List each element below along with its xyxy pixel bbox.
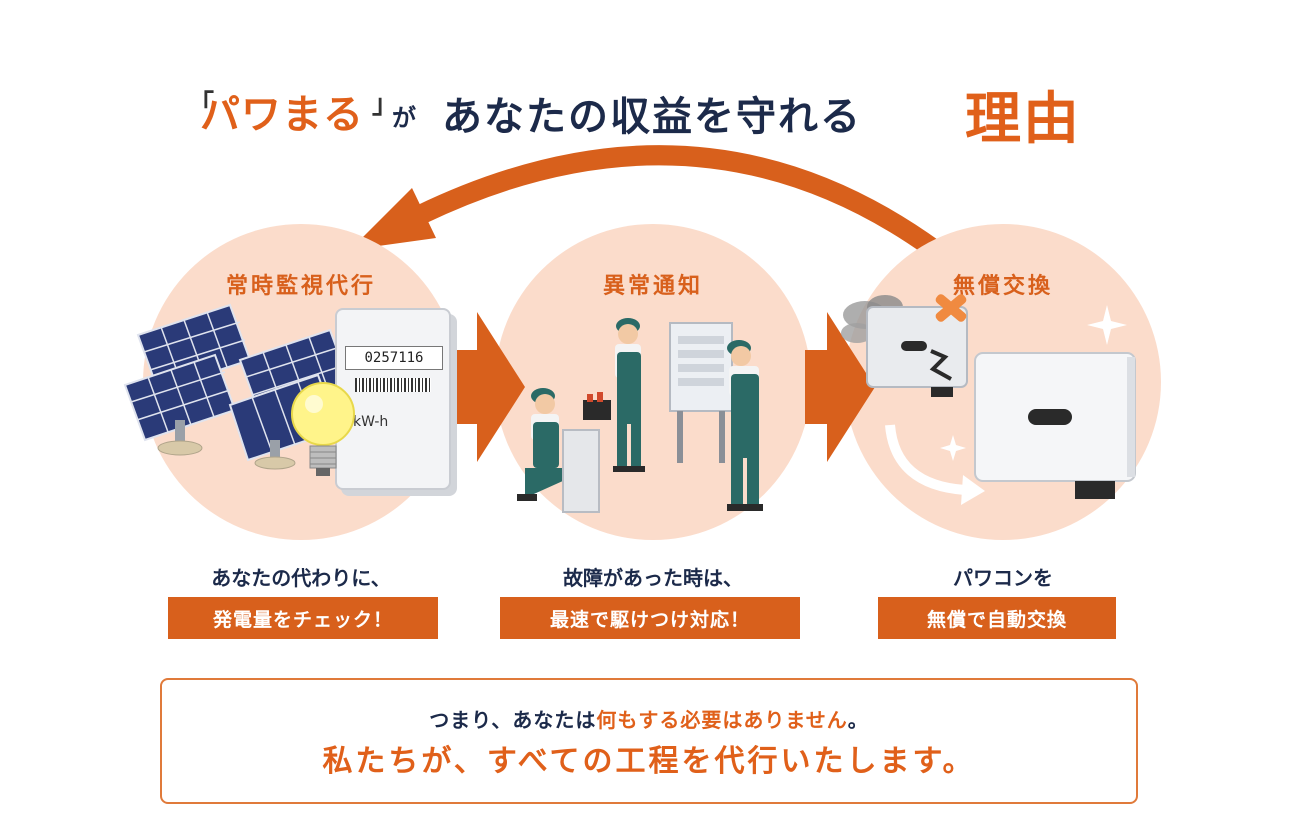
caption-line-notification: 故障があった時は、 [563, 566, 743, 590]
meter-digits: 0257116 [364, 350, 424, 366]
caption-box-replacement: 無償で自動交換 [878, 597, 1116, 639]
heading-bracket-open: 「 [188, 90, 215, 120]
heading-accent: 理由 [965, 87, 1081, 152]
step-title-notification: 異常通知 [602, 274, 703, 299]
summary-line-1-a: つまり、あなたは [429, 708, 597, 732]
meter-barcode [355, 378, 431, 392]
caption-line-monitoring: あなたの代わりに、 [211, 566, 391, 590]
inverter-icon [841, 294, 1136, 505]
heading-particle: が [392, 104, 416, 132]
caption-box-notification: 最速で駆けつけ対応！ [500, 597, 800, 639]
summary-line-1-highlight: 何もする必要はありません [596, 708, 848, 732]
arrow-right-icon [805, 312, 875, 462]
lightbulb-icon [291, 382, 355, 476]
heading-brand: パワまる [200, 92, 364, 138]
step-title-monitoring: 常時監視代行 [225, 274, 376, 299]
return-arrow-icon [350, 145, 941, 259]
summary-box: つまり、あなたは何もする必要はありません。 私たちが、すべての工程を代行いたしま… [160, 678, 1138, 804]
summary-line-1: つまり、あなたは何もする必要はありません。 [162, 704, 1136, 733]
summary-line-1-c: 。 [847, 708, 869, 732]
meter-display: 0257116 [345, 346, 443, 370]
caption-line-replacement: パワコンを [953, 566, 1053, 590]
meter-unit-label: kW-h [353, 414, 389, 430]
workers-icon [517, 318, 763, 513]
step-title-replacement: 無償交換 [952, 274, 1053, 299]
arrow-right-icon [455, 312, 525, 462]
summary-line-2: 私たちが、すべての工程を代行いたします。 [322, 744, 976, 779]
heading-main: あなたの収益を守れる [442, 94, 862, 140]
page-heading: 「 パワまる 」 が あなたの収益を守れる 理由 [0, 78, 1300, 152]
heading-bracket-close: 」 [372, 90, 399, 120]
caption-box-monitoring: 発電量をチェック！ [168, 597, 438, 639]
